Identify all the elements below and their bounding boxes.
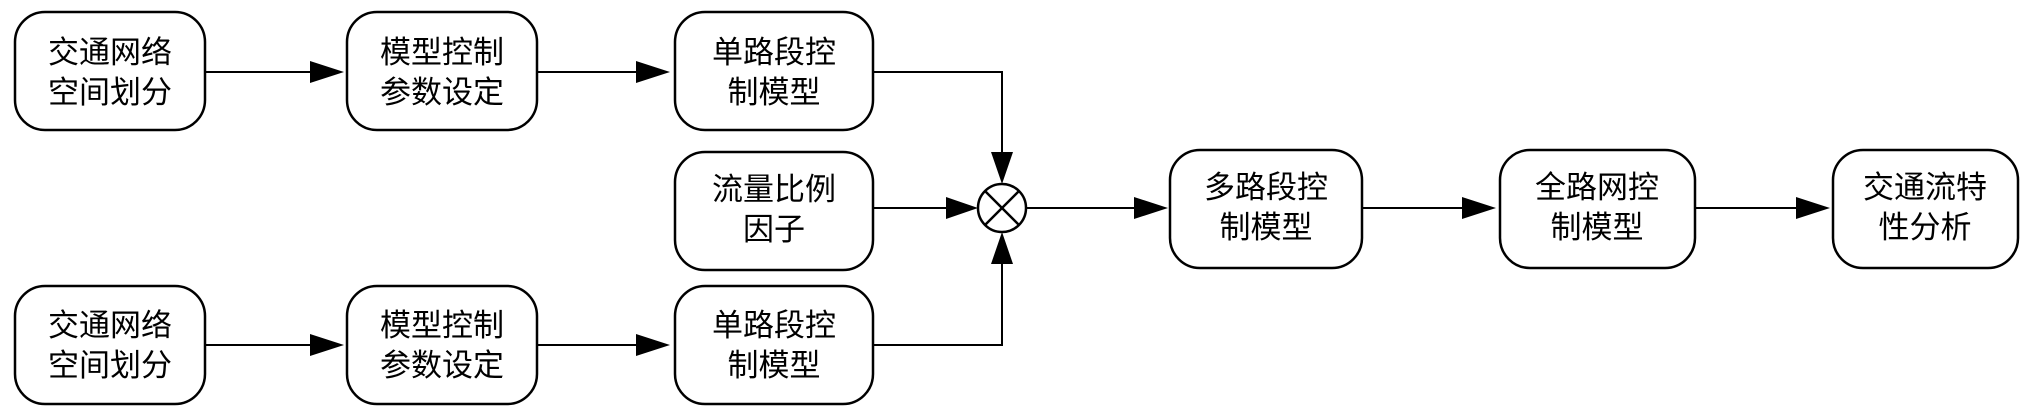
node-label-line2: 制模型: [728, 348, 821, 384]
node-label-line1: 流量比例: [712, 172, 836, 208]
circle-times-icon: [978, 184, 1026, 232]
node-bottom-params: 模型控制 参数设定: [347, 286, 537, 404]
node-label-line1: 模型控制: [380, 35, 504, 71]
arrowhead: [310, 334, 344, 356]
arrowhead: [991, 152, 1013, 184]
node-traffic-analysis: 交通流特 性分析: [1833, 150, 2018, 268]
node-label-line1: 多路段控: [1204, 170, 1328, 206]
node-bottom-partition: 交通网络 空间划分: [15, 286, 205, 404]
edge-top-single-to-junction: [873, 72, 1002, 152]
node-label-line1: 交通网络: [48, 35, 172, 71]
node-bottom-single-segment: 单路段控 制模型: [675, 286, 873, 404]
arrowhead: [1462, 197, 1496, 219]
arrowhead: [946, 197, 978, 219]
node-multi-segment: 多路段控 制模型: [1170, 150, 1362, 268]
node-label-line2: 制模型: [1551, 210, 1644, 246]
node-top-params: 模型控制 参数设定: [347, 12, 537, 130]
node-label-line2: 制模型: [1220, 210, 1313, 246]
node-label-line1: 交通网络: [48, 308, 172, 344]
node-full-network: 全路网控 制模型: [1500, 150, 1695, 268]
node-label-line2: 因子: [743, 212, 805, 248]
arrowhead: [1796, 197, 1830, 219]
arrowhead: [636, 334, 670, 356]
node-label-line1: 交通流特: [1863, 170, 1987, 206]
arrowhead: [310, 61, 344, 83]
node-label-line2: 参数设定: [380, 75, 504, 111]
edge-bottom-single-to-junction: [873, 264, 1002, 345]
node-label-line2: 制模型: [728, 75, 821, 111]
node-label-line1: 单路段控: [712, 35, 836, 71]
arrowhead: [991, 232, 1013, 264]
node-top-partition: 交通网络 空间划分: [15, 12, 205, 130]
node-label-line1: 单路段控: [712, 308, 836, 344]
node-label-line1: 模型控制: [380, 308, 504, 344]
node-top-single-segment: 单路段控 制模型: [675, 12, 873, 130]
node-label-line1: 全路网控: [1535, 170, 1659, 206]
node-flow-factor: 流量比例 因子: [675, 152, 873, 270]
arrowhead: [636, 61, 670, 83]
node-label-line2: 空间划分: [48, 75, 172, 111]
node-label-line2: 性分析: [1879, 210, 1972, 246]
node-label-line2: 空间划分: [48, 348, 172, 384]
node-label-line2: 参数设定: [380, 348, 504, 384]
arrowhead: [1134, 197, 1168, 219]
